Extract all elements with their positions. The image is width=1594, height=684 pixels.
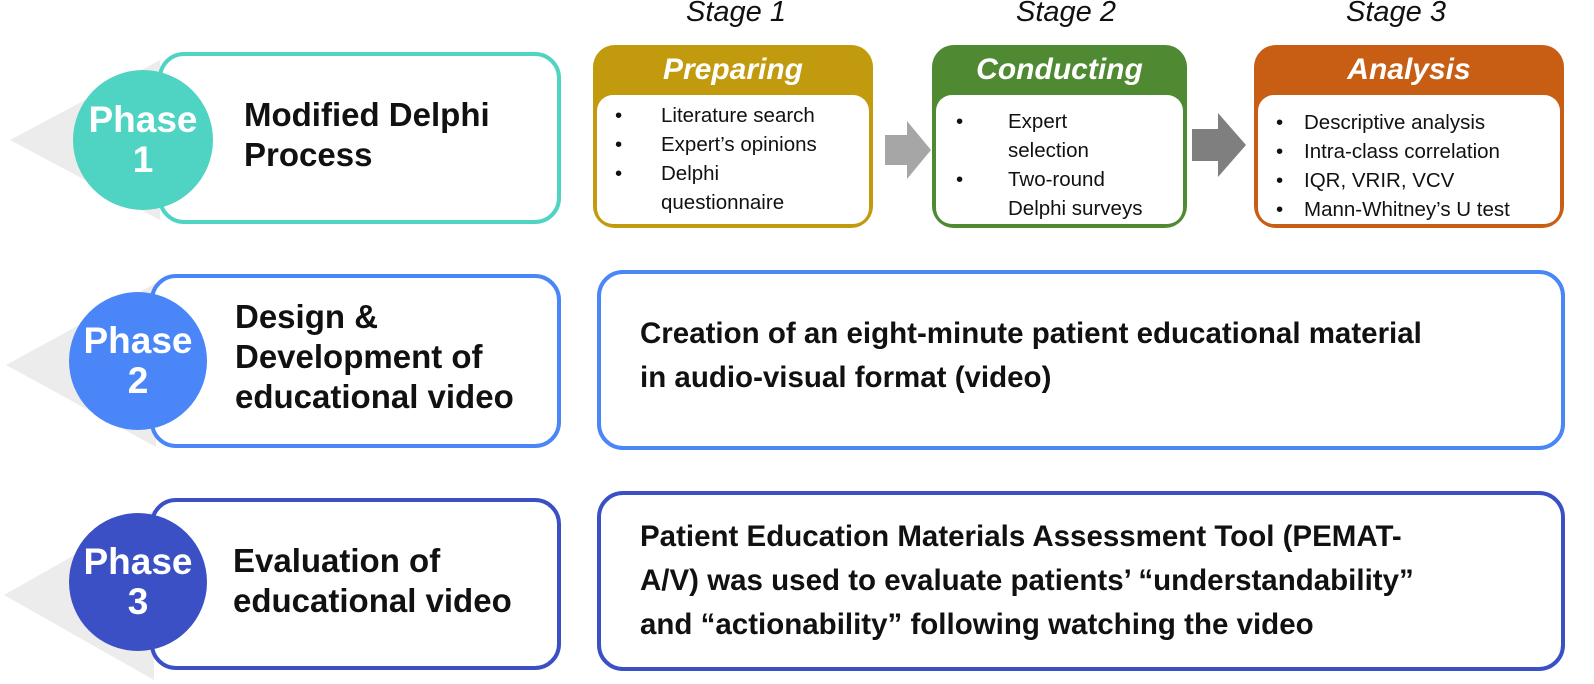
stage-1-to-2-arrow xyxy=(885,121,931,179)
stage-1-box: Preparing •Literature search •Expert’s o… xyxy=(593,45,873,228)
stage-3-body: •Descriptive analysis •Intra-class corre… xyxy=(1258,95,1560,224)
phase-1-circle-word: Phase xyxy=(88,99,198,140)
phase-3-description-line: A/V) was used to evaluate patients’ “und… xyxy=(640,564,1414,597)
stage-1-label: Stage 1 xyxy=(686,0,786,28)
phase-1-circle: Phase 1 xyxy=(73,70,213,210)
stage-3-item: •Mann-Whitney’s U test xyxy=(1276,198,1510,221)
stage-3-item: •IQR, VRIR, VCV xyxy=(1276,169,1455,192)
phase-3-description-line: and “actionability” following watching t… xyxy=(640,608,1314,641)
stage-1-item: •Literature search xyxy=(615,104,815,127)
stage-2-to-3-arrow xyxy=(1192,113,1246,177)
phase-2-description-line: Creation of an eight-minute patient educ… xyxy=(640,317,1422,350)
phase-1-box xyxy=(158,52,561,224)
stage-3-box: Analysis •Descriptive analysis •Intra-cl… xyxy=(1254,45,1564,228)
phase-2-description-line: in audio-visual format (video) xyxy=(640,361,1052,394)
phase-3-title: Evaluation of educational video xyxy=(233,542,512,619)
stage-2-header: Conducting xyxy=(976,53,1143,86)
phase-1-circle-number: 1 xyxy=(132,139,154,180)
stage-3-item: •Intra-class correlation xyxy=(1276,140,1500,163)
stage-1-header: Preparing xyxy=(662,53,804,86)
stage-1-body: •Literature search •Expert’s opinions •D… xyxy=(597,95,869,224)
phase-3-box xyxy=(150,498,561,670)
stage-2-label: Stage 2 xyxy=(1016,0,1116,28)
phase-3-circle: Phase 3 xyxy=(69,513,207,651)
stage-3-item: •Descriptive analysis xyxy=(1276,111,1486,134)
phase-3-circle-number: 3 xyxy=(127,581,149,622)
phase-3-description-line: Patient Education Materials Assessment T… xyxy=(640,520,1402,553)
stage-3-label: Stage 3 xyxy=(1346,0,1446,28)
phase-2-circle: Phase 2 xyxy=(69,292,207,430)
phase-2-title: Design & Development of educational vide… xyxy=(235,298,514,415)
phase-3-description-box: Patient Education Materials Assessment T… xyxy=(597,491,1565,671)
phase-2-description-box: Creation of an eight-minute patient educ… xyxy=(597,270,1565,450)
phase-2-circle-word: Phase xyxy=(83,320,193,361)
stage-3-header: Analysis xyxy=(1347,53,1471,86)
stage-1-item: •Expert’s opinions xyxy=(615,133,817,156)
phase-2-box xyxy=(150,274,561,448)
phase-1-title: Modified Delphi Process xyxy=(244,96,490,173)
phase-2-circle-number: 2 xyxy=(127,360,149,401)
phase-3-circle-word: Phase xyxy=(83,541,193,582)
